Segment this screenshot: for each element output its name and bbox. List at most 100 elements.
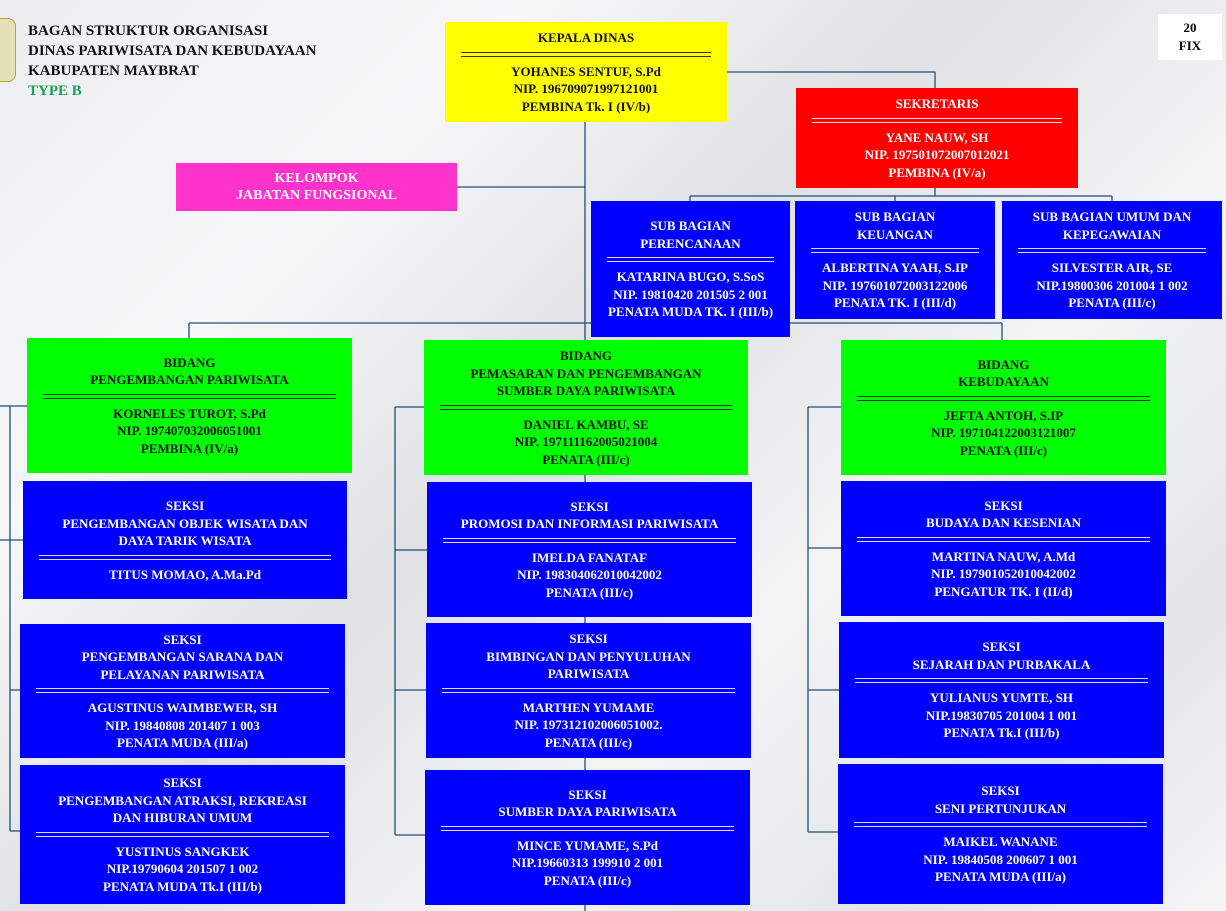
unit-title: SUMBER DAYA PARIWISATA [496, 383, 676, 398]
separator [443, 537, 736, 543]
unit-title: PENGEMBANGAN OBJEK WISATA DAN [62, 515, 308, 531]
unit-title: SUB BAGIAN UMUM DAN [1032, 209, 1192, 225]
official-name: YANE NAUW, SH [885, 129, 989, 145]
official-rank: PENATA MUDA TK. I (III/b) [607, 304, 774, 320]
separator [855, 678, 1148, 684]
official-rank: PENGATUR TK. I (II/d) [934, 583, 1073, 599]
official-rank: PENATA Tk.I (III/b) [943, 725, 1060, 741]
unit-title: KEUANGAN [857, 226, 933, 242]
unit-title: SEKSI [163, 631, 202, 647]
unit-title: BIDANG [163, 354, 216, 370]
official-name: DANIEL KAMBU, SE [523, 416, 649, 432]
official-rank: PENATA (III/c) [1068, 295, 1156, 311]
official-rank: PEMBINA (IV/a) [888, 164, 986, 180]
badge-label: FIX [1178, 38, 1202, 53]
unit-title: JABATAN FUNGSIONAL [236, 188, 397, 203]
unit-title: BUDAYA DAN KESENIAN [925, 515, 1082, 531]
header-line-3: KABUPATEN MAYBRAT [28, 63, 199, 79]
separator [811, 248, 979, 254]
unit-title: SEKSI [165, 498, 205, 513]
official-rank: PENATA MUDA Tk.I (III/b) [103, 878, 262, 894]
official-rank: PENATA (III/c) [542, 451, 630, 467]
separator [812, 117, 1062, 123]
unit-title: SUB BAGIAN [854, 209, 936, 225]
official-name: IMELDA FANATAF [531, 549, 648, 565]
official-name: MINCE YUMAME, S.Pd [516, 837, 659, 853]
official-rank: PENATA TK. I (III/d) [833, 295, 957, 311]
unit-title: KELOMPOK [274, 170, 359, 186]
separator [607, 257, 774, 263]
official-name: KATARINA BUGO, S.SoS [616, 269, 765, 285]
official-nip: NIP.19660313 199910 2 001 [511, 855, 664, 871]
regency-logo [0, 18, 16, 82]
unit-title: BIDANG [559, 348, 612, 363]
official-nip: NIP.19800306 201004 1 002 [1036, 277, 1188, 293]
official-nip: NIP. 197312102006051002. [514, 717, 663, 732]
official-name: YOHANES SENTUF, S.Pd [511, 63, 661, 79]
unit-title: SEKSI [570, 498, 609, 514]
separator [36, 831, 329, 837]
header-line-2: DINAS PARIWISATA DAN KEBUDAYAAN [28, 43, 317, 59]
unit-title: BIMBINGAN DAN PENYULUHAN [486, 648, 691, 664]
official-name: MAIKEL WANANE [943, 834, 1058, 850]
unit-title: PENGEMBANGAN SARANA DAN [81, 649, 284, 664]
separator [1018, 248, 1206, 254]
official-nip: NIP. 197407032006051001 [117, 423, 262, 439]
official-name: ALBERTINA YAAH, S.IP [822, 260, 968, 276]
official-name: JEFTA ANTOH, S.IP [943, 407, 1064, 423]
official-rank: PENATA (III/c) [543, 872, 632, 888]
unit-title: SUMBER DAYA PARIWISATA [498, 804, 677, 820]
official-rank: PENATA MUDA (III/a) [935, 869, 1066, 885]
separator [461, 51, 711, 57]
unit-title: DAYA TARIK WISATA [118, 533, 252, 548]
separator [39, 554, 331, 560]
official-rank: PEMBINA (IV/a) [140, 440, 239, 456]
unit-title: PERENCANAAN [640, 235, 741, 251]
separator [440, 404, 732, 410]
official-name: YUSTINUS SANGKEK [115, 843, 250, 859]
chart-header: BAGAN STRUKTUR ORGANISASI DINAS PARIWISA… [28, 21, 317, 101]
badge-number: 20 [1183, 20, 1197, 35]
separator [857, 536, 1150, 542]
official-nip: NIP. 197111162005021004 [514, 434, 658, 449]
official-nip: NIP. 197104122003121007 [931, 425, 1076, 441]
official-nip: NIP. 196709071997121001 [513, 81, 659, 96]
official-name: TITUS MOMAO, A.Ma.Pd [108, 566, 262, 582]
unit-title: SUB BAGIAN [650, 218, 731, 234]
org-box-s23: SEKSI SUMBER DAYA PARIWISATA MINCE YUMAME,… [425, 770, 750, 905]
official-nip: NIP. 197901052010042002 [931, 566, 1076, 582]
official-name: YULIANUS YUMTE, SH [930, 690, 1073, 706]
separator [36, 688, 329, 693]
unit-title: KEPEGAWAIAN [1062, 226, 1162, 242]
official-nip: NIP. 19810420 201505 2 001 [613, 286, 768, 302]
official-nip: NIP. 197601072003122006 [822, 277, 968, 293]
separator [857, 395, 1150, 401]
separator [854, 822, 1147, 828]
unit-title: SENI PERTUNJUKAN [934, 800, 1067, 816]
official-nip: NIP.19830705 201004 1 001 [925, 707, 1078, 723]
unit-title: PARIWISATA [547, 666, 630, 681]
unit-title: SEKRETARIS [895, 96, 979, 111]
official-rank: PENATA (III/c) [959, 442, 1048, 458]
official-nip: NIP. 19840808 201407 1 003 [105, 717, 260, 733]
unit-title: SEKSI [163, 775, 202, 790]
official-name: SILVESTER AIR, SE [1051, 260, 1173, 276]
unit-title: DAN HIBURAN UMUM [112, 810, 253, 825]
unit-title: SEKSI [984, 497, 1023, 513]
unit-title: SEKSI [568, 786, 607, 802]
official-nip: NIP. 19840508 200607 1 001 [923, 851, 1078, 867]
